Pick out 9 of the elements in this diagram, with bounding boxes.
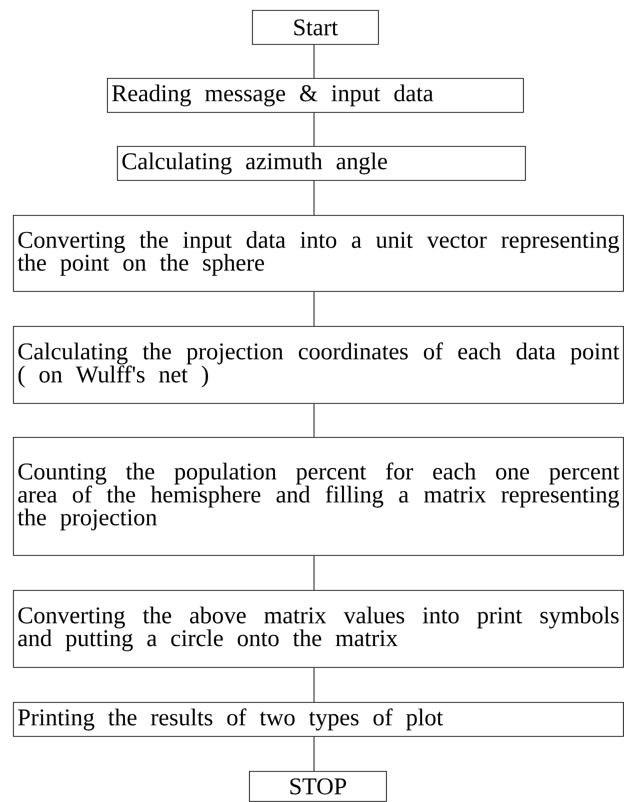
terminal-box: Start <box>252 10 379 45</box>
process-box: Printing the results of two types of plot <box>13 702 624 737</box>
process-box: Counting the population percent for each one percent area of the hemisphere and filling a matrix representing the projection <box>13 437 624 556</box>
process-box: Reading message & input data <box>107 78 524 113</box>
terminal-box: STOP <box>249 771 387 802</box>
process-box: Converting the above matrix values into print symbols and putting a circle onto the matrix <box>13 590 624 668</box>
process-box: Calculating the projection coordinates of each data point ( on Wulff's net ) <box>13 326 624 404</box>
process-box: Converting the input data into a unit vector representing the point on the sphere <box>13 215 624 292</box>
process-box: Calculating azimuth angle <box>117 146 526 181</box>
